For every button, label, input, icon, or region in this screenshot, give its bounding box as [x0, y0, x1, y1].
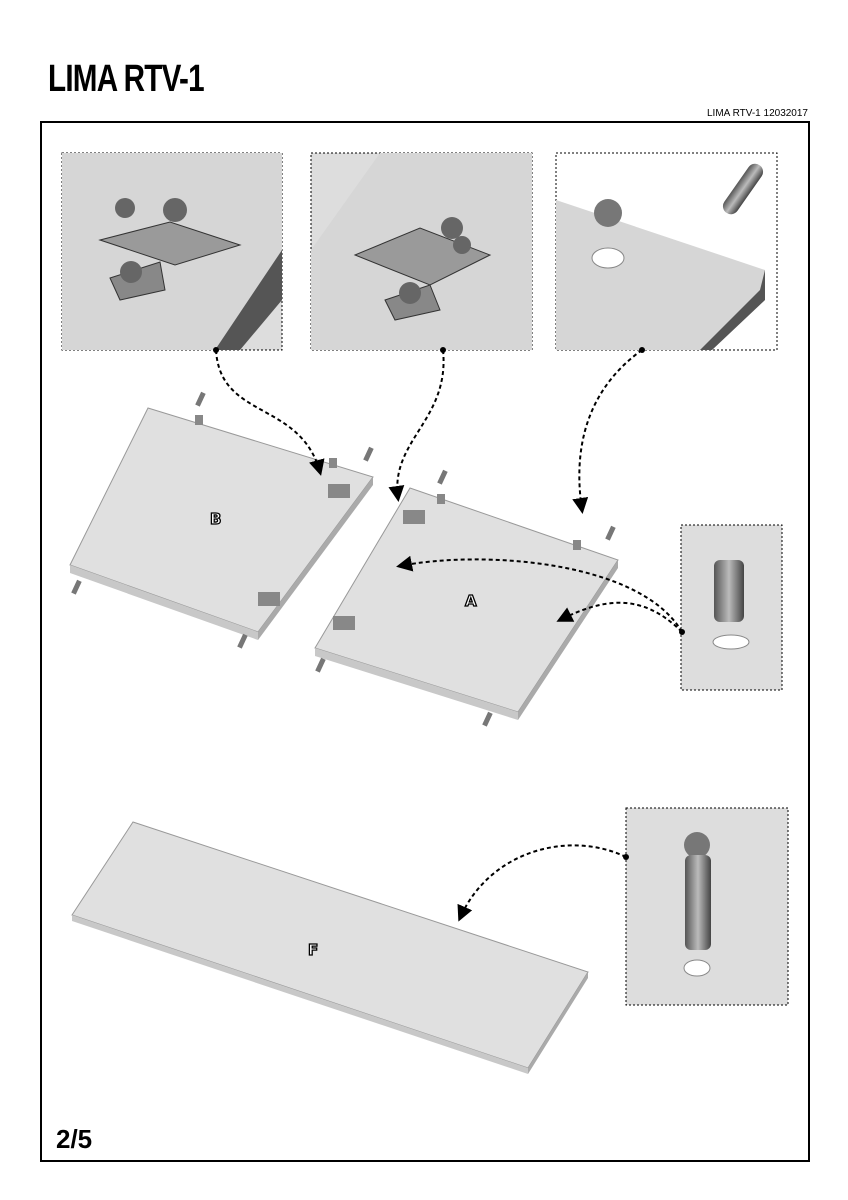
detail-wooden-dowel [680, 524, 783, 691]
dowel-icon [722, 163, 764, 215]
cam-lock-icon [594, 199, 622, 227]
mounted-hardware [195, 415, 581, 630]
hinge-plate-icon [353, 217, 492, 321]
cam-bolt-icon [684, 832, 710, 858]
panel-f: F [71, 821, 589, 1074]
panel-b: B [69, 407, 374, 640]
detail-hinge-plate-1 [61, 152, 283, 351]
panel-label-a: A [465, 592, 477, 610]
page-number: 2/5 [56, 1124, 93, 1154]
dowel-pins [71, 391, 616, 727]
detail-hinge-plate-2 [310, 152, 533, 351]
hinge-plate-icon [98, 198, 242, 301]
dowel-icon [714, 560, 744, 622]
panel-label-b: B [210, 510, 221, 528]
assembly-arrows [215, 349, 683, 922]
detail-cam-bolt [625, 807, 789, 1006]
detail-cam-lock-and-dowel [555, 152, 778, 351]
panel-a: A [314, 487, 619, 720]
panel-label-f: F [308, 941, 318, 959]
instruction-frame [40, 121, 810, 1162]
document-code: LIMA RTV-1 12032017 [707, 108, 808, 119]
document-title: LIMA RTV-1 [48, 58, 205, 100]
